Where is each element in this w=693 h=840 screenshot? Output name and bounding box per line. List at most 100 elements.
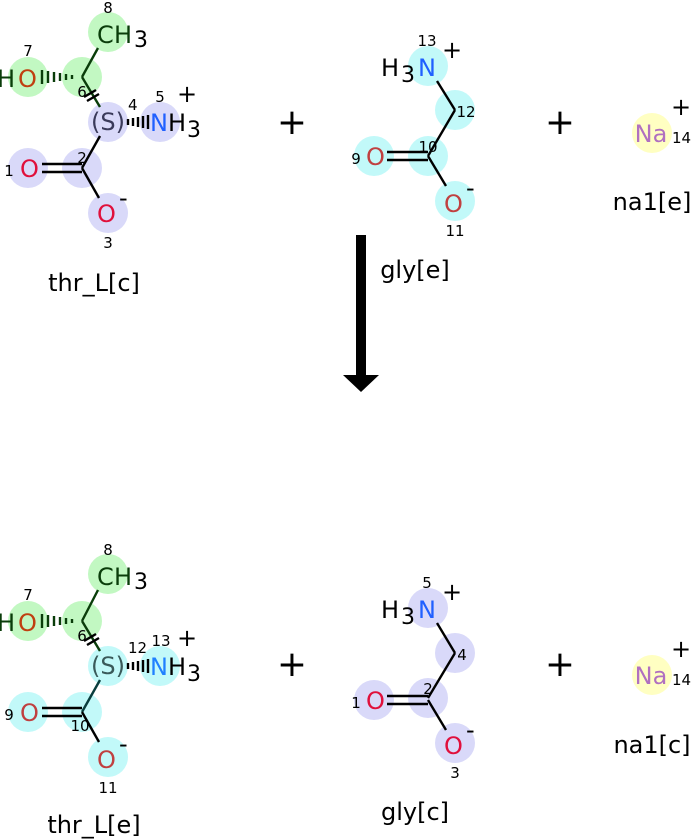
subscript: 3 <box>134 570 148 595</box>
molecule-thr-l-e: C H 3 8 H O 7 6 (S) 12 N H 3 + 13 O 9 10… <box>0 541 201 839</box>
bond <box>426 699 448 731</box>
atom-highlight <box>88 737 128 777</box>
charge: - <box>119 730 128 758</box>
molecule-label: gly[c] <box>381 798 449 826</box>
hashed-wedge-bond <box>126 115 150 129</box>
molecule-na1-c: Na + 14 na1[c] <box>613 635 691 759</box>
subscript: 3 <box>187 662 201 687</box>
atom-number: 10 <box>418 138 437 156</box>
bond <box>426 109 457 157</box>
atom-number: 5 <box>155 88 165 106</box>
atom-number: 10 <box>70 717 89 735</box>
charge: - <box>466 174 475 202</box>
bond <box>80 711 101 743</box>
charge: + <box>671 635 691 663</box>
charge: - <box>466 716 475 744</box>
atom-number: 11 <box>445 222 464 240</box>
atom-number: 11 <box>98 779 117 797</box>
plus-sign: + <box>277 644 307 685</box>
atom-number: 9 <box>351 150 361 168</box>
plus-sign: + <box>545 644 575 685</box>
bond <box>435 622 457 654</box>
atom-number: 13 <box>417 32 436 50</box>
atom-highlight <box>632 655 672 695</box>
atom-highlight <box>435 181 475 221</box>
atom-highlight <box>88 646 128 686</box>
atom-number: 8 <box>103 541 113 559</box>
atom-highlight <box>632 113 672 153</box>
stereo-cross-mark <box>86 92 100 103</box>
atom-symbol: C <box>97 563 114 591</box>
atom-number: 2 <box>77 149 87 167</box>
atom-highlight <box>88 554 128 594</box>
atom-highlight <box>88 102 128 142</box>
atom-symbol: Na <box>635 120 668 148</box>
atom-highlight <box>88 12 128 52</box>
atom-highlight <box>140 102 180 142</box>
atom-symbol: H <box>381 596 399 624</box>
atom-symbol: H <box>0 65 15 93</box>
atom-number: 1 <box>351 694 361 712</box>
atom-symbol: H <box>114 563 132 591</box>
charge: + <box>442 36 462 64</box>
atom-symbol: O <box>366 143 385 171</box>
atom-highlight <box>354 680 394 720</box>
stereo-cross-mark <box>83 632 97 643</box>
reaction-arrow <box>343 235 379 392</box>
atom-number: 7 <box>23 42 33 60</box>
plus-sign: + <box>277 102 307 143</box>
atom-number: 9 <box>4 706 14 724</box>
atom-highlight <box>408 588 448 628</box>
subscript: 3 <box>134 28 148 53</box>
molecule-label: thr_L[e] <box>47 811 140 839</box>
bond <box>80 589 100 622</box>
bond <box>80 135 102 169</box>
molecule-label: na1[c] <box>613 731 690 759</box>
atom-symbol: C <box>97 21 114 49</box>
molecule-label: gly[e] <box>380 256 450 284</box>
atom-number: 2 <box>423 680 433 698</box>
atom-symbol: O <box>97 200 116 228</box>
atom-symbol: O <box>444 190 463 218</box>
atom-number: 5 <box>422 574 432 592</box>
bond <box>80 679 102 713</box>
atom-highlight <box>354 136 394 176</box>
charge: + <box>177 80 197 108</box>
atom-highlight <box>8 148 48 188</box>
atom-number: 12 <box>456 103 475 121</box>
bond <box>426 652 457 699</box>
atom-symbol: H <box>114 21 132 49</box>
hashed-wedge-bond <box>40 614 74 628</box>
atom-symbol: O <box>366 687 385 715</box>
plus-sign: + <box>545 102 575 143</box>
atom-highlight <box>408 46 448 86</box>
bond <box>80 47 100 78</box>
bond <box>80 167 101 199</box>
molecule-gly-e: H 3 N + 13 12 10 O 9 O - 11 gly[e] <box>351 32 475 284</box>
atom-symbol: Na <box>635 662 668 690</box>
atom-highlight <box>8 601 48 641</box>
atom-symbol: H <box>168 653 186 681</box>
subscript: 3 <box>401 63 415 88</box>
atom-highlight <box>140 646 180 686</box>
atom-number: 14 <box>672 671 691 689</box>
molecule-label: na1[e] <box>613 188 692 216</box>
atom-symbol: N <box>150 653 168 681</box>
atom-highlight <box>8 692 48 732</box>
stereo-cross-mark <box>83 88 97 99</box>
molecule-gly-c: H 3 N + 5 4 2 O 1 O - 3 gly[c] <box>351 574 475 826</box>
stereo-cross-mark <box>86 636 100 647</box>
atom-symbol: H <box>0 609 15 637</box>
atom-symbol: H <box>381 54 399 82</box>
charge: + <box>177 624 197 652</box>
atom-symbol: N <box>418 54 436 82</box>
atom-number: 7 <box>23 586 33 604</box>
atom-symbol: O <box>18 609 37 637</box>
atom-symbol: O <box>20 699 39 727</box>
atom-number: 4 <box>457 646 467 664</box>
molecule-thr-l-c: C H 3 8 H O 7 6 (S) 4 N H 3 + 5 O 1 2 O … <box>0 0 201 297</box>
atom-highlight <box>88 193 128 233</box>
atom-number: 6 <box>77 627 87 645</box>
atom-number: 3 <box>450 764 460 782</box>
